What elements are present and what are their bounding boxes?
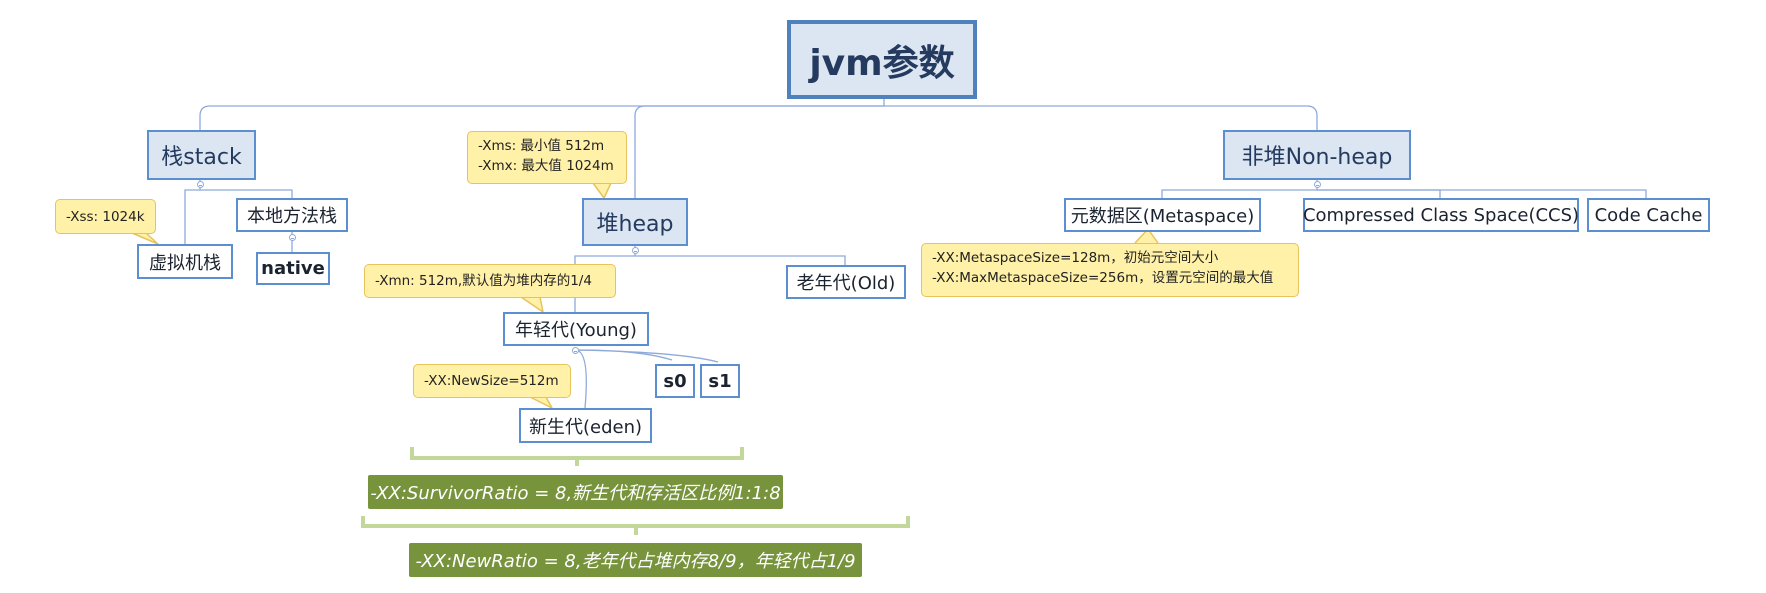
connector-root-heap: [634, 105, 884, 198]
nonheap-collapse-icon[interactable]: [1314, 181, 1321, 188]
stack-topic[interactable]: 栈stack: [147, 130, 256, 180]
stack-collapse-icon[interactable]: [197, 181, 204, 188]
heap-topic-label: 堆heap: [596, 212, 674, 237]
survivor-ratio-summary[interactable]: -XX:SurvivorRatio = 8,新生代和存活区比例1:1:8: [368, 475, 783, 509]
metaspace-label: 元数据区(Metaspace): [1070, 206, 1255, 227]
xss-note-tail: [131, 232, 159, 245]
ccs-label: Compressed Class Space(CCS): [1302, 204, 1580, 226]
native-topic[interactable]: native: [256, 252, 330, 285]
native-label: native: [261, 258, 325, 279]
native-method-stack-collapse-icon[interactable]: [289, 234, 296, 241]
connector-heap-old: [635, 255, 846, 265]
max-metaspace-size-text: -XX:MaxMetaspaceSize=256m，设置元空间的最大值: [932, 269, 1274, 286]
young-topic[interactable]: 年轻代(Young): [503, 312, 649, 346]
xmn-note-tail: [520, 296, 544, 313]
xms-note-tail: [592, 182, 612, 199]
xss-note-text: -Xss: 1024k: [66, 209, 145, 225]
metaspace-note: -XX:MetaspaceSize=128m，初始元空间大小 -XX:MaxMe…: [921, 243, 1299, 297]
connector-root-stack: [199, 98, 885, 130]
xms-note-text: -Xms: 最小值 512m: [478, 138, 605, 154]
s1-label: s1: [708, 370, 732, 392]
native-method-stack-label: 本地方法栈: [247, 206, 337, 227]
newsize-note: -XX:NewSize=512m: [413, 364, 571, 398]
newsize-note-text: -XX:NewSize=512m: [424, 373, 559, 389]
code-cache-label: Code Cache: [1594, 204, 1703, 226]
connector-stack-vmstack: [184, 180, 201, 244]
s0-topic[interactable]: s0: [655, 364, 695, 398]
young-label: 年轻代(Young): [515, 320, 637, 341]
root-topic-label: jvm参数: [809, 42, 955, 84]
code-cache-topic[interactable]: Code Cache: [1587, 198, 1710, 232]
xmx-note-text: -Xmx: 最大值 1024m: [478, 157, 614, 174]
s0-label: s0: [663, 370, 687, 392]
newsize-note-tail: [529, 396, 553, 409]
xss-note: -Xss: 1024k: [55, 199, 156, 234]
xmn-note: -Xmn: 512m,默认值为堆内存的1/4: [364, 264, 616, 298]
summary-bracket-survivor: [410, 447, 744, 466]
old-topic[interactable]: 老年代(Old): [786, 265, 906, 299]
heap-topic[interactable]: 堆heap: [582, 198, 688, 246]
metaspace-size-text: -XX:MetaspaceSize=128m，初始元空间大小: [932, 250, 1219, 266]
s1-topic[interactable]: s1: [700, 364, 740, 398]
root-topic[interactable]: jvm参数: [787, 20, 977, 99]
eden-topic[interactable]: 新生代(eden): [519, 408, 652, 443]
summary-bracket-newratio: [361, 516, 910, 535]
eden-label: 新生代(eden): [528, 416, 643, 438]
new-ratio-text: -XX:NewRatio = 8,老年代占堆内存8/9，年轻代占1/9: [415, 551, 856, 572]
old-label: 老年代(Old): [796, 273, 896, 294]
connector-stack-nativestack: [200, 189, 293, 198]
nonheap-topic[interactable]: 非堆Non-heap: [1223, 130, 1411, 180]
stack-topic-label: 栈stack: [161, 145, 242, 170]
connector-nonheap-ccs: [1317, 189, 1441, 198]
metaspace-topic[interactable]: 元数据区(Metaspace): [1064, 198, 1261, 232]
new-ratio-summary[interactable]: -XX:NewRatio = 8,老年代占堆内存8/9，年轻代占1/9: [409, 543, 862, 577]
nonheap-topic-label: 非堆Non-heap: [1241, 145, 1393, 170]
heap-collapse-icon[interactable]: [632, 247, 639, 254]
native-method-stack-topic[interactable]: 本地方法栈: [236, 198, 348, 232]
young-collapse-icon[interactable]: [572, 347, 579, 354]
connector-nonheap-codecache: [1317, 189, 1647, 198]
vm-stack-label: 虚拟机栈: [149, 252, 221, 274]
xms-xmx-note: -Xms: 最小值 512m -Xmx: 最大值 1024m: [467, 131, 627, 184]
vm-stack-topic[interactable]: 虚拟机栈: [137, 244, 233, 279]
xmn-note-text: -Xmn: 512m,默认值为堆内存的1/4: [375, 273, 592, 289]
survivor-ratio-text: -XX:SurvivorRatio = 8,新生代和存活区比例1:1:8: [370, 483, 781, 504]
connector-root-nonheap: [884, 105, 1318, 130]
connector-young-s1: [575, 349, 719, 363]
ccs-topic[interactable]: Compressed Class Space(CCS): [1303, 198, 1579, 232]
connector-nonheap-metaspace: [1161, 180, 1318, 198]
connector-young-eden: [575, 349, 587, 409]
